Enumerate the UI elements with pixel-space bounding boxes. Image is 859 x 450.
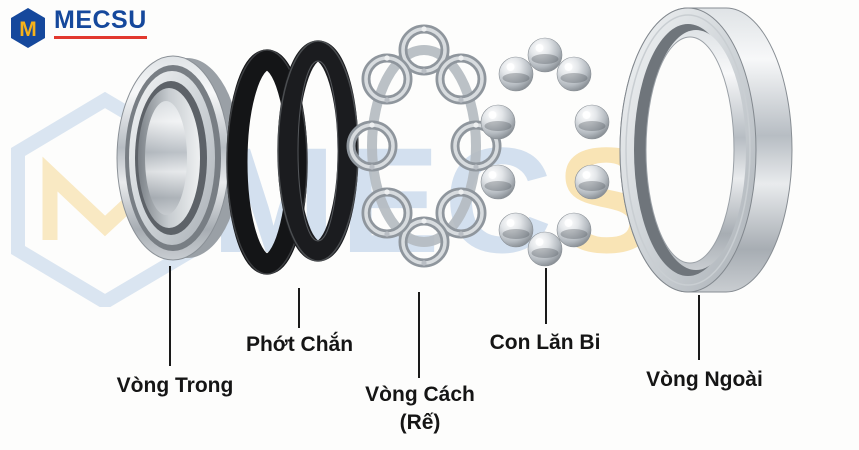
label-seal: Phớt Chắn	[245, 333, 354, 356]
outer-ring-graphic	[619, 7, 793, 293]
mecsu-logo: M MECSU	[8, 6, 147, 50]
svg-text:M: M	[19, 18, 37, 41]
inner-ring-graphic	[116, 55, 241, 261]
logo-brand-text: MECSU	[54, 6, 147, 34]
label-inner-ring: Vòng Trong	[116, 374, 234, 397]
label-cage: Vòng Cách (Rế)	[340, 381, 500, 438]
seal-graphic	[226, 40, 359, 275]
label-outer-ring: Vòng Ngoài	[646, 368, 763, 391]
label-cage-line1: Vòng Cách	[365, 383, 475, 406]
label-cage-line2: (Rế)	[399, 411, 441, 435]
label-balls: Con Lăn Bi	[489, 331, 601, 354]
logo-underline	[54, 35, 147, 39]
cage-graphic	[351, 26, 497, 265]
mecsu-hexagon-icon: M	[11, 8, 45, 48]
